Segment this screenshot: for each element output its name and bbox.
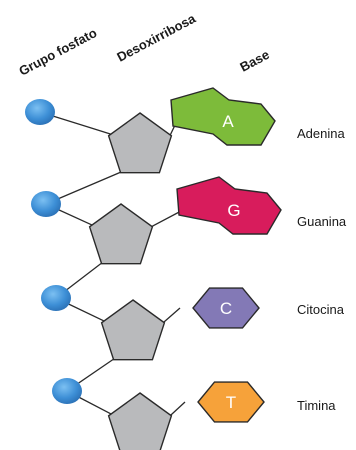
base-letter: C	[220, 299, 232, 318]
base-shape-g	[176, 176, 282, 235]
header-phosphate: Grupo fosfato	[16, 25, 99, 79]
nucleotide-unit-t: T Timina	[52, 378, 336, 450]
deoxyribose-pentagon	[107, 112, 173, 174]
base-letter: A	[222, 112, 234, 131]
base-name-label: Guanina	[297, 214, 347, 229]
header-sugar: Desoxirribosa	[114, 10, 198, 64]
base-name-label: Adenina	[297, 126, 345, 141]
deoxyribose-pentagon	[107, 392, 173, 450]
deoxyribose-pentagon	[88, 203, 154, 265]
base-name-label: Citocina	[297, 302, 345, 317]
base-letter: T	[226, 393, 236, 412]
phosphate-group	[31, 191, 61, 217]
deoxyribose-pentagon	[100, 299, 166, 361]
phosphate-group	[41, 285, 71, 311]
base-letter: G	[227, 201, 240, 220]
header-base: Base	[237, 47, 271, 75]
base-shape-t	[197, 381, 265, 423]
base-shape-a	[170, 87, 276, 146]
nucleotide-unit-a: A Adenina	[25, 87, 345, 174]
base-name-label: Timina	[297, 398, 336, 413]
phosphate-group	[25, 99, 55, 125]
phosphate-group	[52, 378, 82, 404]
sugar-base-bond	[162, 307, 181, 324]
sugar-base-bond	[169, 401, 186, 417]
base-shape-c	[192, 287, 260, 329]
nucleotide-unit-g: G Guanina	[31, 176, 347, 265]
sugar-base-bond	[150, 209, 184, 228]
nucleotide-unit-c: C Citocina	[41, 285, 345, 361]
